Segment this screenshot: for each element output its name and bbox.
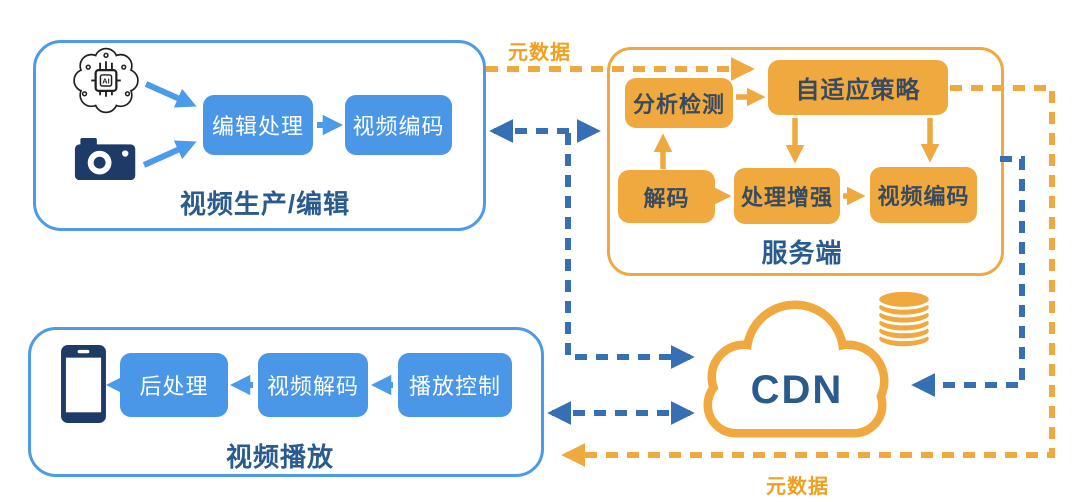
- adaptive-node: 自适应策略: [768, 60, 948, 115]
- server-decode-node: 解码: [618, 170, 715, 223]
- database-icon: [876, 289, 932, 349]
- playback-control-node: 播放控制: [398, 353, 512, 417]
- ai-chip-label: AI: [102, 76, 109, 85]
- analysis-node: 分析检测: [625, 78, 733, 128]
- post-process-node: 后处理: [120, 353, 228, 417]
- production-label: 视频生产/编辑: [179, 189, 351, 219]
- cdn-label: CDN: [751, 368, 844, 412]
- playback-decode-node: 视频解码: [258, 353, 368, 417]
- edit-process-node: 编辑处理: [203, 95, 313, 155]
- enhance-node: 处理增强: [734, 168, 840, 224]
- production-encode-node: 视频编码: [345, 95, 452, 155]
- metadata-bottom-label: 元数据: [766, 476, 829, 498]
- ai-brain-icon: AI: [73, 47, 139, 114]
- playback-label: 视频播放: [225, 442, 334, 472]
- camera-icon: [74, 137, 136, 181]
- server-encode-node: 视频编码: [870, 167, 977, 223]
- metadata-top-label: 元数据: [508, 42, 571, 64]
- server-label: 服务端: [761, 238, 843, 268]
- phone-icon: [61, 344, 106, 424]
